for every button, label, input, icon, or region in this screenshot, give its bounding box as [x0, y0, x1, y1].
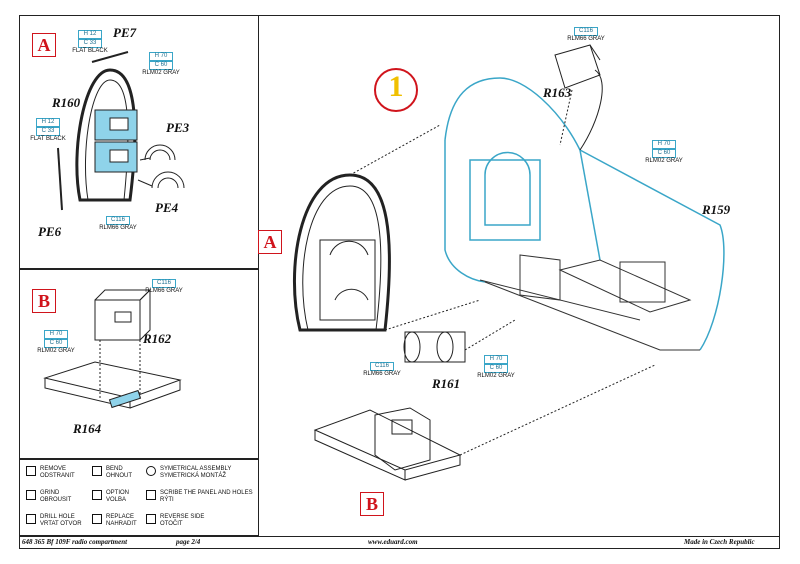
part-r162: R162 — [143, 331, 172, 346]
paint-rlm66-4: C116 RLM66 GRAY — [363, 362, 401, 377]
r163-part — [554, 44, 603, 151]
paint-flat-black-2: H 12 C 33 FLAT BLACK — [30, 118, 66, 142]
grind-icon — [26, 490, 36, 500]
detail-b-tray — [43, 340, 182, 409]
part-r161: R161 — [432, 376, 461, 391]
drill-icon — [26, 514, 36, 524]
section-a-label: A — [32, 33, 56, 57]
part-pe4: PE4 — [155, 200, 179, 215]
replace-icon — [92, 514, 102, 524]
fuselage-compartment — [444, 77, 725, 351]
main-section-b-label: B — [360, 492, 384, 516]
footer-page: page 2/4 — [176, 538, 201, 546]
part-pe3: PE3 — [166, 120, 190, 135]
frame-assembly-a — [292, 173, 391, 332]
detail-panel-b — [19, 269, 259, 459]
paint-rlm66-3: C116 RLM66 GRAY — [567, 27, 605, 42]
legend-panel — [19, 459, 259, 536]
pe3-dial — [144, 144, 176, 161]
paint-flat-black-1: H 12 C 33 FLAT BLACK — [72, 30, 108, 54]
footer-kit-title: 648 365 Bf 109F radio compartment — [22, 538, 128, 546]
bend-icon — [92, 466, 102, 476]
r161-part — [403, 331, 466, 363]
paint-rlm66-2: C116 RLM66 GRAY — [145, 279, 183, 294]
compartment-floor — [479, 254, 700, 351]
remove-icon — [26, 466, 36, 476]
paint-rlm02-4: H 70 C 60 RLM02 GRAY — [477, 355, 515, 379]
tray-b-assembly — [313, 407, 462, 481]
paint-rlm02-1: H 70 C 60 RLM02 GRAY — [142, 52, 180, 76]
footer-made-in: Made in Czech Republic — [684, 538, 755, 546]
pe4-dial — [151, 171, 185, 189]
option-icon — [92, 490, 102, 500]
step-circle — [374, 68, 418, 112]
detail-panel-a — [19, 15, 259, 269]
paint-rlm66-1: C116 RLM66 GRAY — [99, 216, 137, 231]
paint-rlm02-2: H 70 C 60 RLM02 GRAY — [37, 330, 75, 354]
part-r160: R160 — [52, 95, 81, 110]
detail-b-radio — [94, 288, 152, 341]
assembly-arrows — [349, 89, 656, 456]
pe6-strip — [57, 147, 63, 211]
step-number: 1 — [388, 70, 404, 103]
main-section-a-label: A — [258, 230, 282, 254]
footer-url: www.eduard.com — [368, 538, 418, 546]
symmetrical-icon — [146, 466, 156, 476]
paint-rlm02-3: H 70 C 60 RLM02 GRAY — [645, 140, 683, 164]
detail-radio-stack — [94, 109, 138, 173]
part-r163: R163 — [543, 85, 572, 100]
part-pe6: PE6 — [38, 224, 62, 239]
section-b-label: B — [32, 289, 56, 313]
part-r164: R164 — [73, 421, 102, 436]
pe7-strip — [91, 51, 129, 63]
footer-divider — [19, 536, 780, 537]
part-pe7: PE7 — [113, 25, 137, 40]
scribe-icon — [146, 490, 156, 500]
reverse-icon — [146, 514, 156, 524]
part-r159: R159 — [702, 202, 731, 217]
